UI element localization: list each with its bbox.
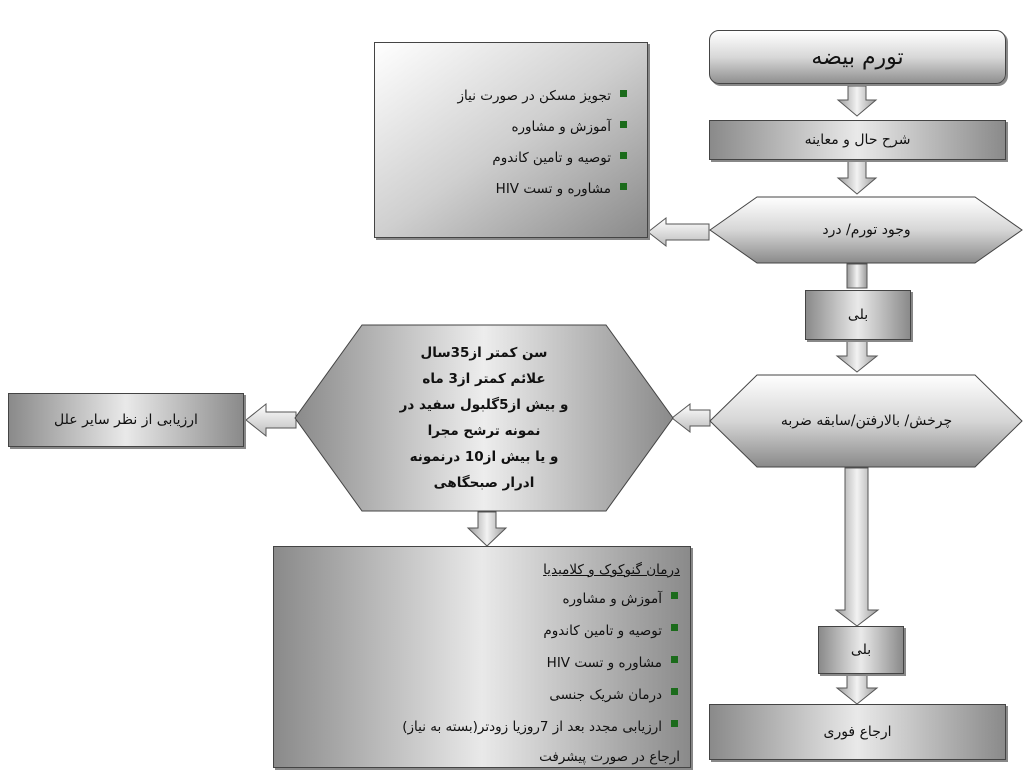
criteria-line: ادرار صبحگاهی bbox=[433, 475, 535, 491]
arrow-down bbox=[835, 673, 879, 705]
arrow-left bbox=[245, 402, 297, 438]
list-item: توصیه و تامین کاندوم bbox=[387, 143, 629, 174]
list-item: توصیه و تامین کاندوم bbox=[284, 615, 680, 647]
treatment-title: درمان گنوکوک و کلامیدیا bbox=[543, 562, 680, 578]
decision-shape bbox=[709, 196, 1023, 264]
arrow-down bbox=[836, 159, 878, 195]
management-list: تجویز مسکن در صورت نیاز آموزش و مشاوره ت… bbox=[387, 81, 629, 205]
other-causes-node: ارزیابی از نظر سایر علل bbox=[8, 393, 244, 447]
arrow-left bbox=[647, 216, 710, 248]
urgent-referral-node: ارجاع فوری bbox=[709, 704, 1006, 760]
start-label: تورم بیضه bbox=[811, 44, 904, 70]
yes-node-2: بلی bbox=[818, 626, 904, 674]
decision-torsion-label: چرخش/ بالارفتن/سابقه ضربه bbox=[780, 413, 953, 429]
other-causes-label: ارزیابی از نظر سایر علل bbox=[54, 412, 198, 428]
urgent-referral-label: ارجاع فوری bbox=[823, 724, 892, 740]
arrow-down bbox=[836, 85, 878, 117]
start-node: تورم بیضه bbox=[709, 30, 1006, 84]
criteria-line: و بیش از5گلبول سفید در bbox=[399, 397, 569, 413]
criteria-line: و یا بیش از10 درنمونه bbox=[409, 449, 559, 465]
list-item: درمان شریک جنسی bbox=[284, 679, 680, 711]
yes-node-1: بلی bbox=[805, 290, 911, 340]
history-exam-node: شرح حال و معاینه bbox=[709, 120, 1006, 160]
treatment-list: آموزش و مشاوره توصیه و تامین کاندوم مشاو… bbox=[284, 583, 680, 743]
criteria-line: علائم کمتر از3 ماه bbox=[422, 371, 546, 387]
criteria-shape bbox=[294, 324, 674, 512]
decision-swelling-pain-label: وجود تورم/ درد bbox=[822, 222, 911, 238]
criteria-line: نمونه ترشح مجرا bbox=[427, 423, 541, 439]
treatment-box: درمان گنوکوک و کلامیدیا آموزش و مشاوره ت… bbox=[273, 546, 691, 768]
yes-label-2: بلی bbox=[850, 642, 872, 658]
criteria-line: سن کمتر از35سال bbox=[420, 345, 548, 361]
treatment-footer: ارجاع در صورت پیشرفت bbox=[539, 749, 680, 765]
arrow-down bbox=[846, 263, 868, 289]
list-item: ارزیابی مجدد بعد از 7روزیا زودتر(بسته به… bbox=[284, 711, 680, 743]
arrow-down bbox=[835, 339, 879, 373]
decision-torsion: چرخش/ بالارفتن/سابقه ضربه bbox=[709, 374, 1024, 468]
yes-label-1: بلی bbox=[847, 307, 869, 323]
list-item: آموزش و مشاوره bbox=[284, 583, 680, 615]
arrow-down bbox=[834, 467, 880, 627]
criteria-hexagon: سن کمتر از35سال علائم کمتر از3 ماه و بیش… bbox=[294, 324, 674, 512]
arrow-left bbox=[671, 402, 711, 434]
arrow-down bbox=[466, 511, 508, 547]
list-item: تجویز مسکن در صورت نیاز bbox=[387, 81, 629, 112]
list-item: مشاوره و تست HIV bbox=[387, 174, 629, 205]
decision-swelling-pain: وجود تورم/ درد bbox=[709, 196, 1024, 264]
history-exam-label: شرح حال و معاینه bbox=[804, 132, 911, 148]
decision-shape bbox=[709, 374, 1023, 468]
list-item: آموزش و مشاوره bbox=[387, 112, 629, 143]
management-box: تجویز مسکن در صورت نیاز آموزش و مشاوره ت… bbox=[374, 42, 648, 238]
list-item: مشاوره و تست HIV bbox=[284, 647, 680, 679]
